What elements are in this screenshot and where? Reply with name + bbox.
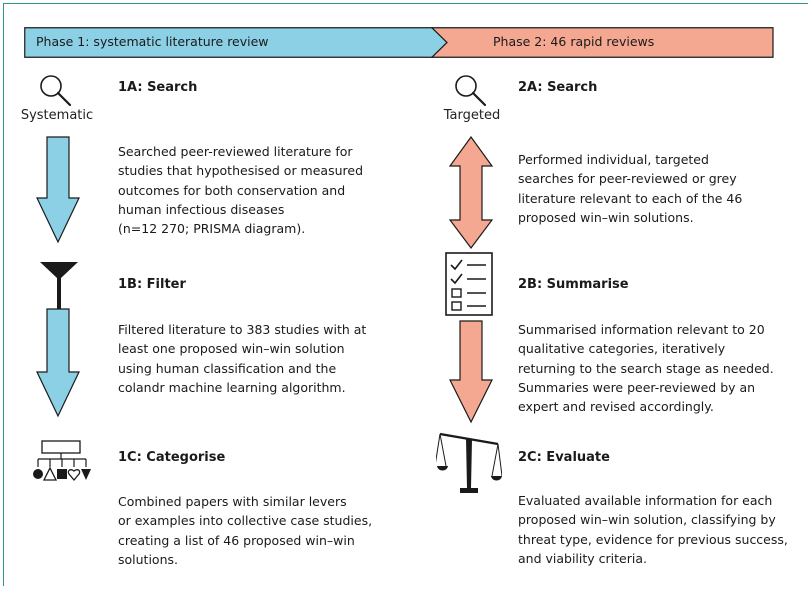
desc-line: returning to the search stage as needed. bbox=[518, 360, 774, 376]
targeted-label: Targeted bbox=[443, 108, 501, 123]
desc-line: Filtered literature to 383 studies with … bbox=[118, 322, 367, 337]
phase2-bidirectional-arrow bbox=[449, 136, 493, 249]
desc-line: (n=12 270; PRISMA diagram). bbox=[118, 221, 306, 237]
desc-line: using human classification and the bbox=[118, 360, 337, 376]
desc-line: expert and revised accordingly. bbox=[518, 399, 714, 415]
step-2c-title: 2C: Evaluate bbox=[518, 450, 610, 465]
desc-line: Evaluated available information for each bbox=[518, 493, 773, 508]
desc-line: proposed win–win solutions. bbox=[518, 209, 694, 225]
magnifier-icon bbox=[40, 75, 72, 107]
step-2b-description: Summarised information relevant to 20 qu… bbox=[518, 320, 774, 416]
step-1c-description: Combined papers with similar levers or e… bbox=[118, 492, 372, 569]
desc-line: searches for peer-reviewed or grey bbox=[518, 171, 737, 187]
step-2a-title: 2A: Search bbox=[518, 80, 598, 95]
phase2-banner-arrow bbox=[430, 27, 774, 58]
desc-line: proposed win–win solution, classifying b… bbox=[518, 512, 776, 528]
step-2a-description: Performed individual, targeted searches … bbox=[518, 150, 742, 227]
desc-line: Summarised information relevant to 20 bbox=[518, 322, 765, 337]
step-2c-description: Evaluated available information for each… bbox=[518, 491, 788, 568]
desc-line: least one proposed win–win solution bbox=[118, 341, 345, 357]
desc-line: Performed individual, targeted bbox=[518, 152, 709, 167]
desc-line: outcomes for both conservation and bbox=[118, 182, 346, 198]
desc-line: threat type, evidence for previous succe… bbox=[518, 531, 788, 547]
phase1-label: Phase 1: systematic literature review bbox=[36, 34, 269, 49]
phase-banner bbox=[24, 27, 774, 58]
step-1b-title: 1B: Filter bbox=[118, 277, 186, 292]
scales-icon bbox=[436, 432, 502, 493]
desc-line: colandr machine learning algorithm. bbox=[118, 379, 346, 395]
desc-line: literature relevant to each of the 46 bbox=[518, 190, 743, 206]
phase1-down-arrow bbox=[36, 136, 80, 244]
step-1b-description: Filtered literature to 383 studies with … bbox=[118, 320, 366, 397]
phase2-down-arrow bbox=[449, 320, 493, 424]
desc-line: or examples into collective case studies… bbox=[118, 513, 373, 529]
phase1-down-arrow bbox=[36, 308, 80, 418]
desc-line: qualitative categories, iteratively bbox=[518, 341, 726, 357]
figure-frame bbox=[3, 3, 808, 586]
step-1a-description: Searched peer-reviewed literature for st… bbox=[118, 142, 363, 238]
phase2-label: Phase 2: 46 rapid reviews bbox=[493, 34, 655, 49]
funnel-icon bbox=[40, 262, 78, 309]
step-1c-title: 1C: Categorise bbox=[118, 450, 226, 465]
desc-line: Searched peer-reviewed literature for bbox=[118, 144, 353, 159]
desc-line: studies that hypothesised or measured bbox=[118, 163, 364, 179]
desc-line: creating a list of 46 proposed win–win bbox=[118, 532, 355, 548]
step-1a-title: 1A: Search bbox=[118, 80, 198, 95]
checklist-icon bbox=[445, 252, 493, 316]
desc-line: Combined papers with similar levers bbox=[118, 494, 347, 509]
systematic-label: Systematic bbox=[20, 108, 94, 123]
category-tree-icon bbox=[33, 440, 91, 482]
desc-line: Summaries were peer-reviewed by an bbox=[518, 379, 756, 395]
desc-line: and viability criteria. bbox=[518, 550, 647, 566]
desc-line: human infectious diseases bbox=[118, 201, 285, 217]
step-2b-title: 2B: Summarise bbox=[518, 277, 629, 292]
desc-line: solutions. bbox=[118, 551, 178, 567]
magnifier-icon bbox=[455, 75, 487, 107]
